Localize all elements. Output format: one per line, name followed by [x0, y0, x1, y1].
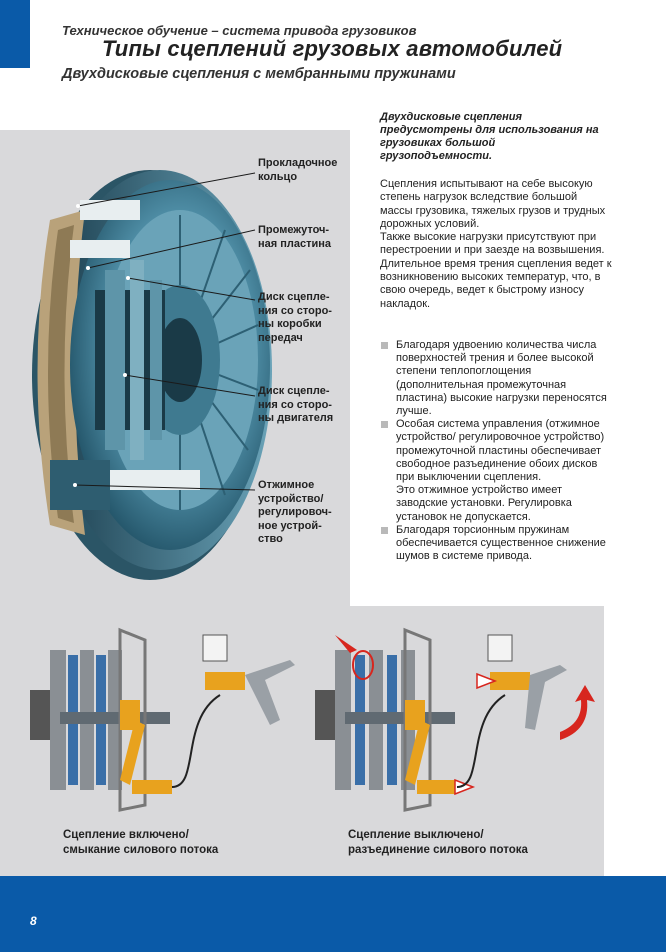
body-text: Сцепления испытывают на себе высокую сте… [380, 178, 612, 311]
bullet-list: Благодаря удвоению количества числа пове… [380, 339, 610, 563]
bullet-square-icon [381, 342, 388, 349]
label-gearbox-side-disc: Диск сцепле- ния со сторо- ны коробки пе… [258, 291, 332, 344]
caption-engaged-line2: смыкание силового потока [63, 844, 219, 856]
body-paragraph: Длительное время трения сцепления ведет … [380, 257, 612, 310]
intro-text: Двухдисковые сцепления предусмотрены для… [380, 111, 599, 162]
label-spacer-ring: Прокладочное кольцо [258, 157, 338, 183]
bullet-square-icon [381, 526, 388, 534]
caption-disengaged-line2: разъединение силового потока [348, 844, 528, 856]
body-paragraph: Сцепления испытывают на себе высокую сте… [380, 178, 606, 230]
caption-disengaged-line1: Сцепление выключено/ [348, 829, 484, 841]
page-title: Типы сцеплений грузовых автомобилей [102, 36, 563, 61]
label-release-adjuster: Отжимное устройство/ регулировоч- ное ус… [258, 479, 332, 545]
page-subtitle: Двухдисковые сцепления с мембранными пру… [62, 66, 456, 82]
header-blue-tab [0, 0, 30, 68]
body-paragraph: Также высокие нагрузки присутствуют при … [380, 231, 605, 257]
caption-engaged-line1: Сцепление включено/ [63, 829, 189, 841]
footer-band [0, 876, 666, 952]
label-intermediate-plate: Промежуточ- ная пластина [258, 224, 332, 250]
bullet-square-icon [381, 421, 388, 429]
bullet-item: Благодаря торсионным пружинам обеспечива… [380, 524, 610, 564]
header-course-title: Техническое обучение – система привода г… [62, 23, 417, 38]
clutch-engaged-diagram [30, 627, 295, 812]
bullet-item: Благодаря удвоению количества числа пове… [380, 339, 610, 418]
clutch-cutaway-illustration [32, 170, 272, 580]
label-engine-side-disc: Диск сцепле- ния со сторо- ны двигателя [258, 385, 334, 424]
bullet-item: Особая система управления (отжимное устр… [380, 418, 610, 524]
page-number: 8 [30, 914, 37, 928]
clutch-disengaged-diagram [315, 627, 595, 812]
